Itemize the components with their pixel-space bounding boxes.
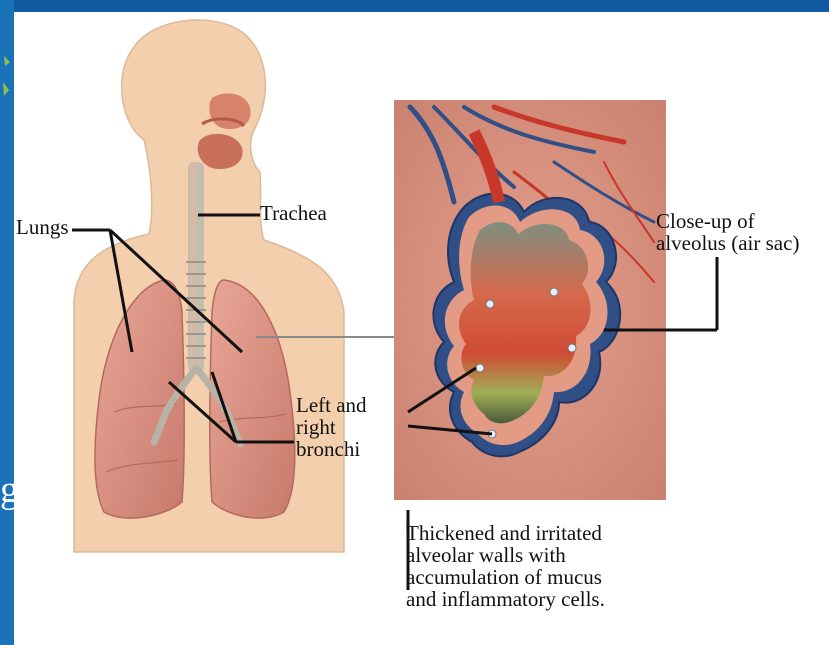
alveolus-closeup — [394, 100, 666, 500]
trachea — [188, 162, 204, 372]
leaf-fragment-icon — [2, 52, 12, 102]
diagram-panel: Lungs Trachea Left and right bronchi Clo… — [14, 12, 829, 645]
background-text-fragment: g. — [0, 470, 14, 510]
label-bronchi: Left and right bronchi — [296, 394, 367, 460]
label-alveolar-walls: Thickened and irritated alveolar walls w… — [406, 522, 605, 610]
slide-top-band — [0, 0, 829, 12]
label-lungs: Lungs — [16, 216, 69, 238]
label-trachea: Trachea — [260, 202, 327, 224]
label-closeup: Close-up of alveolus (air sac) — [656, 210, 799, 254]
